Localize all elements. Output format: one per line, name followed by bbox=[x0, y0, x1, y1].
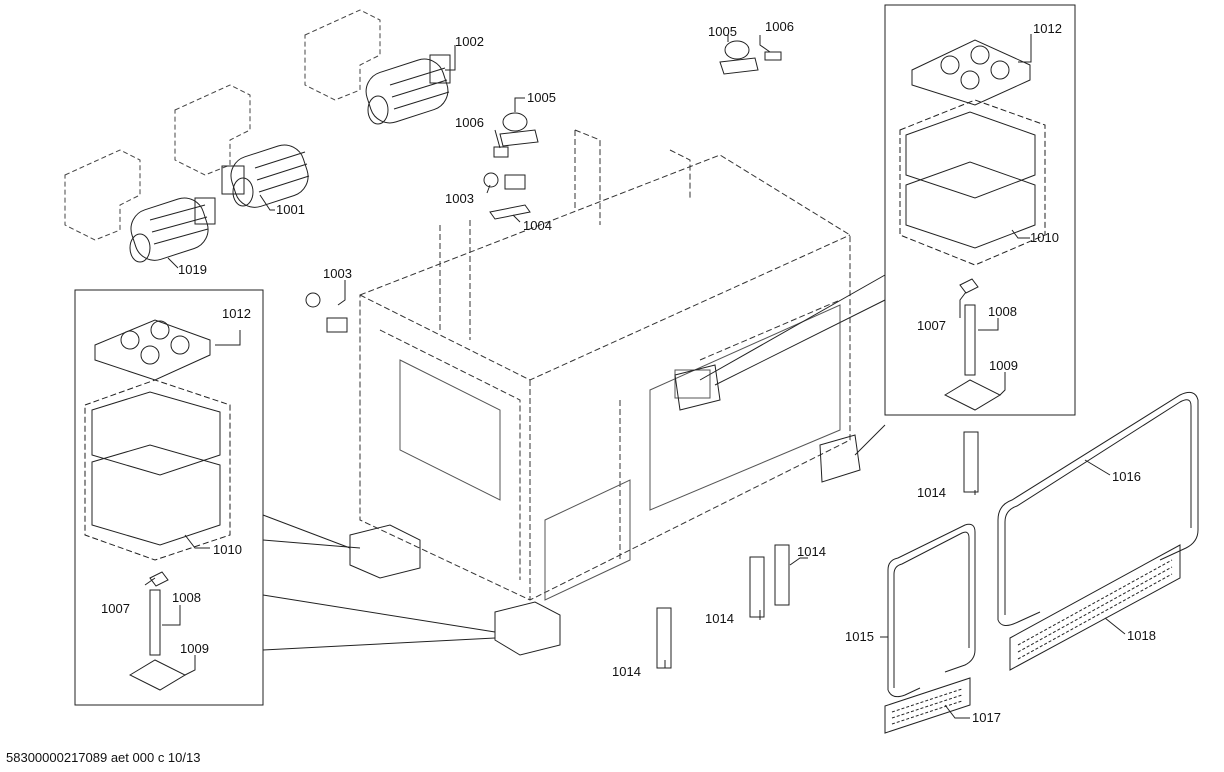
part-label-1001: 1001 bbox=[276, 202, 305, 217]
part-label-1012-right: 1012 bbox=[1033, 21, 1062, 36]
part-label-1010-left: 1010 bbox=[213, 542, 242, 557]
main-frame bbox=[359, 129, 851, 601]
thermostat-1005 bbox=[499, 112, 539, 147]
bracket-group bbox=[64, 9, 381, 241]
part-label-1003: 1003 bbox=[323, 266, 352, 281]
terminal-block-1004 bbox=[489, 204, 531, 220]
part-label-1008-right: 1008 bbox=[988, 304, 1017, 319]
sensor-1006-top bbox=[764, 51, 782, 61]
frame-detail bbox=[399, 304, 841, 601]
grille-1018 bbox=[1009, 544, 1181, 671]
part-label-1016: 1016 bbox=[1112, 469, 1141, 484]
foot-blocks bbox=[349, 364, 861, 656]
right-detail-box bbox=[884, 4, 1076, 416]
part-label-1018: 1018 bbox=[1127, 628, 1156, 643]
part-label-1010-right: 1010 bbox=[1030, 230, 1059, 245]
part-label-1014-a: 1014 bbox=[917, 485, 946, 500]
fan-motor-1019 bbox=[129, 197, 216, 263]
switch-1003-top bbox=[483, 172, 526, 190]
part-label-1007-left: 1007 bbox=[101, 601, 130, 616]
part-label-1014-b: 1014 bbox=[797, 544, 826, 559]
part-label-1012-left: 1012 bbox=[222, 306, 251, 321]
callout-connectors bbox=[262, 274, 886, 651]
part-label-1009-right: 1009 bbox=[989, 358, 1018, 373]
part-label-1004: 1004 bbox=[523, 218, 552, 233]
leader-lines bbox=[144, 34, 1126, 719]
left-detail-box bbox=[74, 289, 264, 706]
part-label-1006: 1006 bbox=[455, 115, 484, 130]
part-label-1014-c: 1014 bbox=[705, 611, 734, 626]
part-label-1006-top: 1006 bbox=[765, 19, 794, 34]
part-label-1014-d: 1014 bbox=[612, 664, 641, 679]
part-label-1009-left: 1009 bbox=[180, 641, 209, 656]
switch-1003 bbox=[305, 292, 348, 333]
fan-motor-1002 bbox=[365, 54, 451, 125]
sensor-1006 bbox=[493, 146, 509, 158]
fan-motor-1001 bbox=[221, 144, 310, 208]
part-label-1005: 1005 bbox=[527, 90, 556, 105]
part-label-1007-right: 1007 bbox=[917, 318, 946, 333]
part-label-1015: 1015 bbox=[845, 629, 874, 644]
part-label-1017: 1017 bbox=[972, 710, 1001, 725]
slide-rails bbox=[656, 431, 979, 669]
document-reference: 58300000217089 aet 000 c 10/13 bbox=[6, 750, 201, 765]
part-label-1008-left: 1008 bbox=[172, 590, 201, 605]
part-label-1019: 1019 bbox=[178, 262, 207, 277]
part-label-1003-top: 1003 bbox=[445, 191, 474, 206]
part-label-1005-top: 1005 bbox=[708, 24, 737, 39]
grille-1017 bbox=[884, 677, 971, 734]
part-label-1002: 1002 bbox=[455, 34, 484, 49]
heating-element-1015 bbox=[887, 523, 976, 698]
thermostat-1005-top bbox=[719, 40, 759, 75]
heating-element-1016 bbox=[997, 391, 1199, 626]
